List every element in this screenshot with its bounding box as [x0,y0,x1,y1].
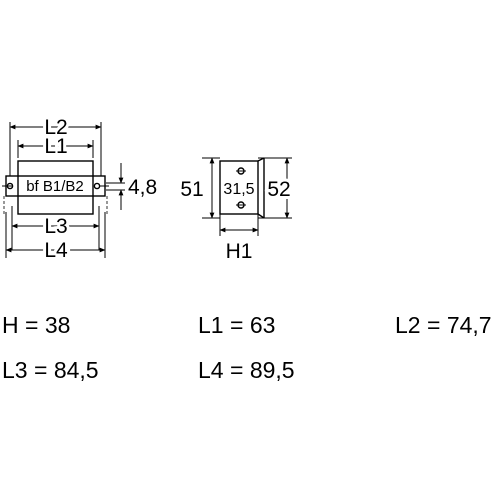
label-51: 51 [180,178,203,201]
label-l2: L2 [44,116,67,139]
spec-value: 63 [249,312,276,338]
spec-value: 38 [44,312,71,338]
spec-key: L3 [2,357,54,383]
spec-key: L1 [198,312,250,338]
label-l3: L3 [44,215,67,238]
spec-l2: L274,7 [395,312,492,339]
label-l4: L4 [44,239,68,262]
label-h1: H1 [226,240,253,263]
label-31-5: 31,5 [223,181,254,198]
spec-key: L4 [198,357,250,383]
side-view [202,157,292,236]
spec-l1: L163 [198,312,275,339]
left-terminal [6,182,14,190]
label-4-8: 4,8 [128,176,157,199]
spec-l4: L489,5 [198,357,295,384]
right-terminal [93,182,101,190]
label-52: 52 [267,178,290,201]
label-body: bf B1/B2 [26,178,84,195]
front-view [2,122,125,258]
spec-l3: L384,5 [2,357,99,384]
spec-value: 84,5 [53,357,99,383]
spec-key: L2 [395,312,447,338]
spec-value: 74,7 [446,312,492,338]
spec-value: 89,5 [249,357,295,383]
label-l1: L1 [44,135,67,158]
spec-key: H [2,312,45,338]
spec-h: H38 [2,312,70,339]
